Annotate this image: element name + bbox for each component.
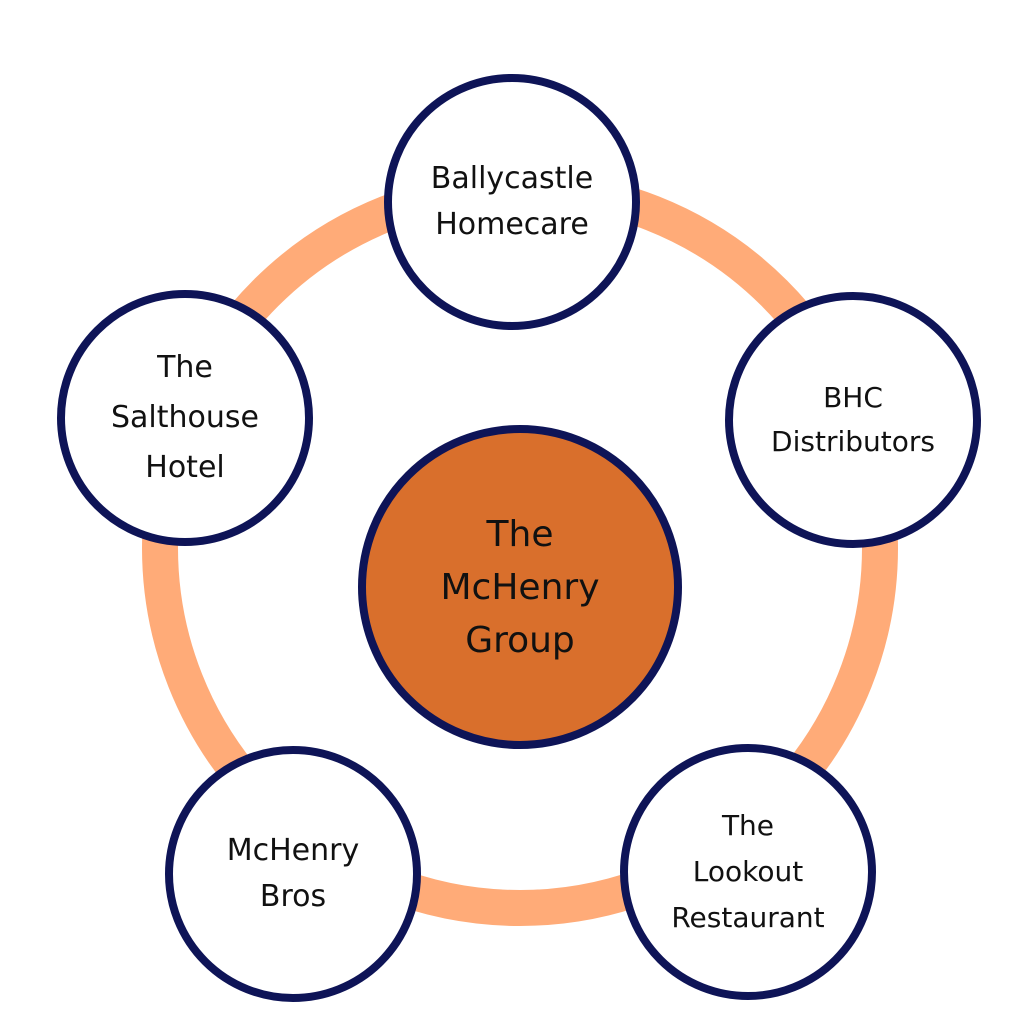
center-node-label-line: The bbox=[486, 513, 554, 555]
node-label-line: Bros bbox=[259, 879, 327, 914]
node-label-line: McHenry bbox=[226, 833, 360, 868]
node-label: The Salthouse Hotel bbox=[111, 343, 259, 493]
node-the-salthouse-hotel: The Salthouse Hotel bbox=[57, 290, 313, 546]
node-bhc-distributors: BHC Distributors bbox=[725, 292, 981, 548]
node-label-line: Ballycastle bbox=[430, 161, 594, 196]
node-label-line: Homecare bbox=[435, 207, 589, 242]
center-node-mchenry-group: The McHenry Group bbox=[358, 425, 682, 749]
node-label-line: The bbox=[721, 809, 775, 842]
center-node-label-line: McHenry bbox=[440, 566, 600, 608]
center-node-label-line: Group bbox=[465, 619, 575, 661]
node-the-lookout-restaurant: The Lookout Restaurant bbox=[620, 744, 876, 1000]
node-label: McHenry Bros bbox=[227, 828, 360, 920]
node-label: The Lookout Restaurant bbox=[671, 803, 824, 941]
node-label-line: The bbox=[157, 350, 213, 385]
node-label-line: Distributors bbox=[771, 425, 935, 458]
node-label-line: Lookout bbox=[692, 855, 804, 888]
node-label-line: Restaurant bbox=[671, 901, 825, 934]
center-node-label: The McHenry Group bbox=[441, 508, 600, 667]
node-label-line: BHC bbox=[823, 381, 883, 414]
node-label-line: Salthouse bbox=[111, 400, 259, 435]
node-ballycastle-homecare: Ballycastle Homecare bbox=[384, 74, 640, 330]
node-mchenry-bros: McHenry Bros bbox=[165, 746, 421, 1002]
node-label: Ballycastle Homecare bbox=[431, 156, 593, 248]
node-label: BHC Distributors bbox=[771, 376, 935, 464]
node-label-line: Hotel bbox=[145, 450, 225, 485]
